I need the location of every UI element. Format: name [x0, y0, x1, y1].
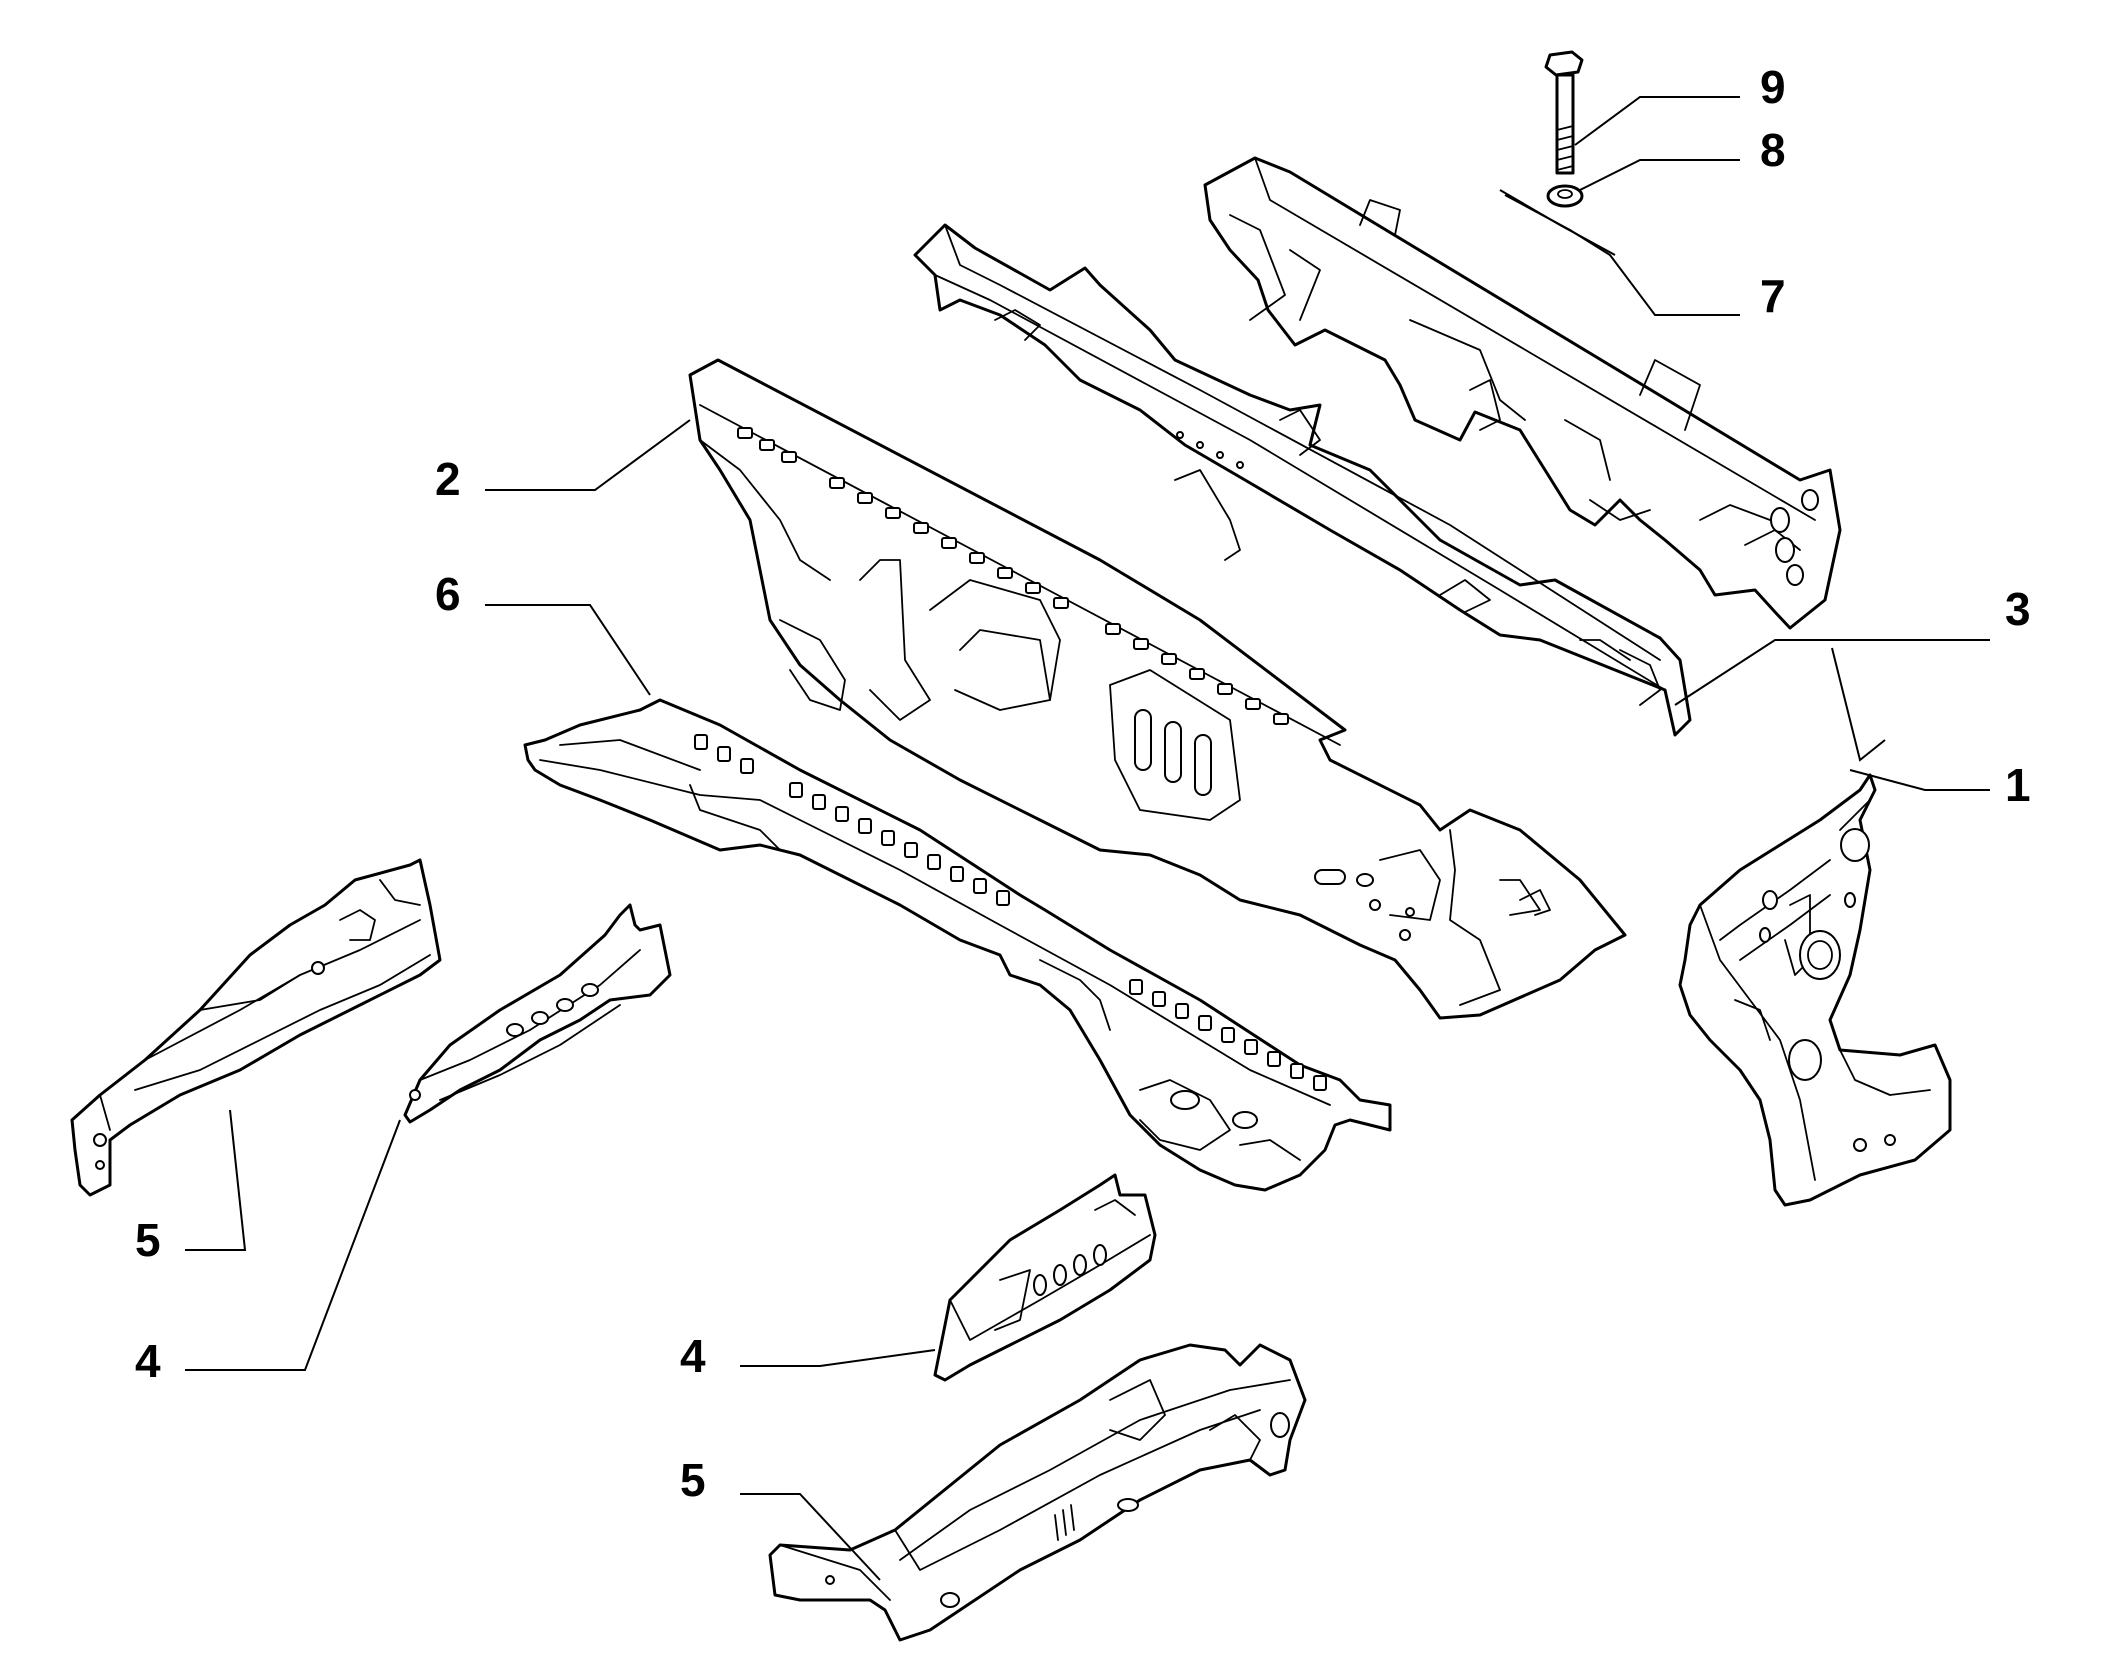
leader-9	[1574, 96, 1740, 146]
callout-7: 7	[1760, 270, 1786, 322]
leader-4b	[740, 1349, 936, 1367]
callout-2: 2	[435, 453, 461, 505]
leader-1-arrow	[1831, 647, 1886, 762]
leader-5a	[185, 1109, 247, 1251]
leader-2	[485, 419, 691, 491]
leader-3	[1674, 639, 1990, 706]
callout-6: 6	[435, 568, 461, 620]
callout-5-left: 5	[135, 1214, 161, 1266]
part-4-bottom-bracket	[933, 1173, 1157, 1382]
part-3-front-cross-beam	[913, 223, 1692, 737]
callout-labels: 9 8 7 2 6 3 1 5 4 4 5	[135, 61, 2031, 1506]
leader-6	[485, 604, 651, 696]
part-4-left-bracket	[403, 903, 672, 1124]
part-5-bottom-member	[768, 1343, 1307, 1642]
leader-5b	[740, 1493, 881, 1581]
slots-row	[737, 427, 1289, 725]
leader-4a	[185, 1119, 401, 1371]
part-6-lower-crossmember	[523, 698, 1392, 1192]
leader-8	[1579, 159, 1740, 191]
crossmember-slots	[694, 734, 1327, 1091]
callout-1: 1	[2005, 759, 2031, 811]
leader-lines	[185, 96, 1990, 1581]
part-5-left-member	[70, 858, 442, 1197]
callout-9: 9	[1760, 61, 1786, 113]
leader-1	[1849, 769, 1990, 791]
part-7-upper-crossmember	[1203, 156, 1842, 630]
part-1-side-panel	[1678, 773, 1952, 1207]
callout-5-bottom: 5	[680, 1454, 706, 1506]
leader-7b	[1499, 189, 1616, 256]
callout-8: 8	[1760, 124, 1786, 176]
part-8-washer	[1546, 184, 1584, 208]
part-9-bolt	[1544, 50, 1584, 175]
callout-4-bottom: 4	[680, 1330, 706, 1382]
callout-4-left: 4	[135, 1335, 161, 1387]
part-2-firewall-panel	[688, 358, 1627, 1020]
callout-3: 3	[2005, 583, 2031, 635]
